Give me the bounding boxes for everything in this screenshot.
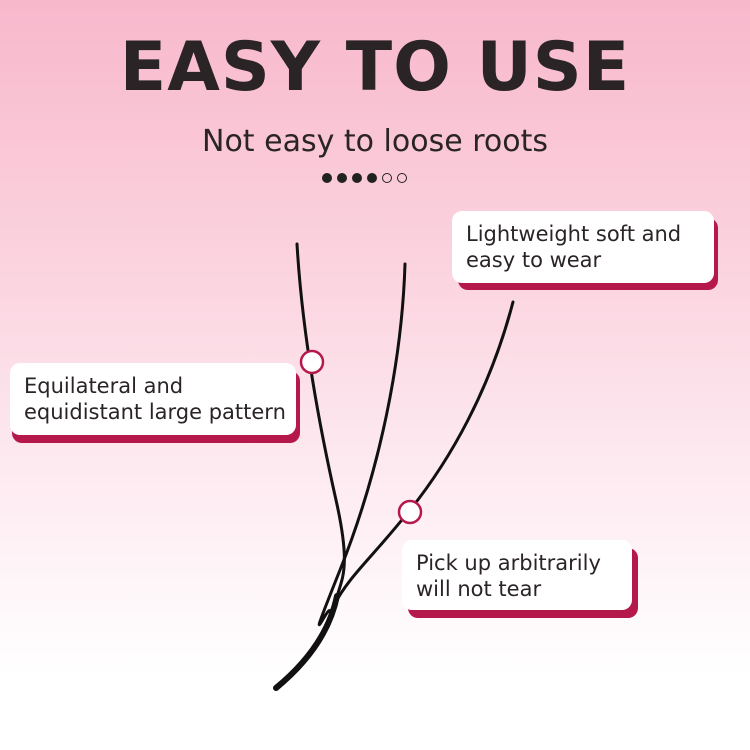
pagination-dot <box>352 173 362 183</box>
marker-circle-left <box>299 349 325 375</box>
pagination-dot <box>382 173 392 183</box>
lash-strand-right <box>332 300 515 607</box>
lash-root <box>273 593 340 691</box>
pagination-dot <box>367 173 377 183</box>
pagination-dot <box>322 173 332 183</box>
pagination-dot <box>337 173 347 183</box>
lash-strand-middle <box>317 262 407 627</box>
page-title: EASY TO USE <box>119 28 631 107</box>
pagination-dot <box>397 173 407 183</box>
page-subtitle: Not easy to loose roots <box>202 124 548 159</box>
lash-strand-left <box>295 242 346 612</box>
marker-circle-right <box>397 499 423 525</box>
label-line: equidistant large pattern <box>24 400 286 424</box>
label-line: Equilateral and <box>24 374 184 398</box>
label-line: easy to wear <box>466 248 602 272</box>
pagination-dots <box>322 173 407 183</box>
label-line: Pick up arbitrarily <box>416 551 601 575</box>
label-line: will not tear <box>416 577 542 601</box>
label-line: Lightweight soft and <box>466 222 682 246</box>
